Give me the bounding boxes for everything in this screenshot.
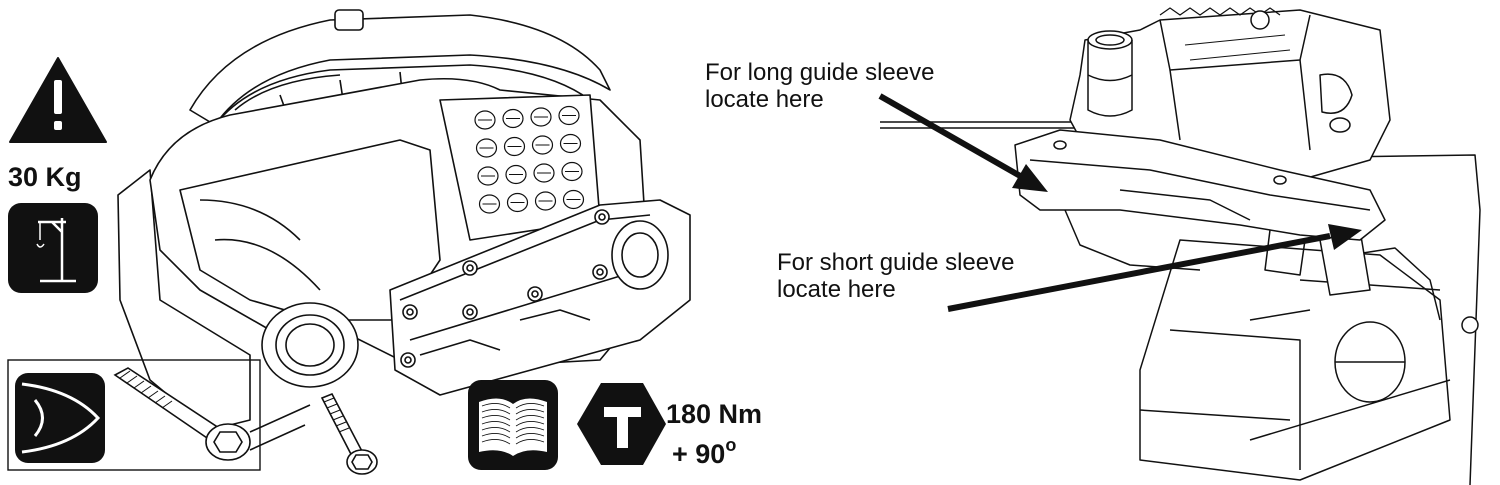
torque-angle-unit: o [725, 435, 736, 455]
short-sleeve-label-line1: For short guide sleeve [777, 249, 1014, 276]
weight-label: 30 Kg [8, 162, 82, 192]
open-manual-icon [468, 380, 558, 470]
short-sleeve-arrow [947, 224, 1362, 312]
long-sleeve-label-line2: locate here [705, 86, 824, 113]
short-screw-illustration [320, 392, 378, 475]
short-sleeve-label-line2: locate here [777, 276, 896, 303]
long-screw-illustration [113, 367, 311, 461]
long-sleeve-arrow [878, 93, 1048, 192]
long-sleeve-label-line1: For long guide sleeve [705, 59, 934, 86]
rivet-grid [474, 105, 585, 214]
warning-triangle-icon [9, 57, 107, 143]
eye-inspect-icon [15, 373, 105, 463]
hoist-lifting-icon [8, 203, 98, 293]
torque-angle: + 90o [672, 435, 736, 469]
inspection-frame [7, 359, 261, 471]
torque-hexagon-icon [577, 383, 666, 465]
carrier-in-vice-illustration [880, 7, 1481, 485]
caliper-illustration [117, 9, 691, 431]
torque-value: 180 Nm [666, 399, 762, 429]
housing-bolts [400, 209, 610, 368]
